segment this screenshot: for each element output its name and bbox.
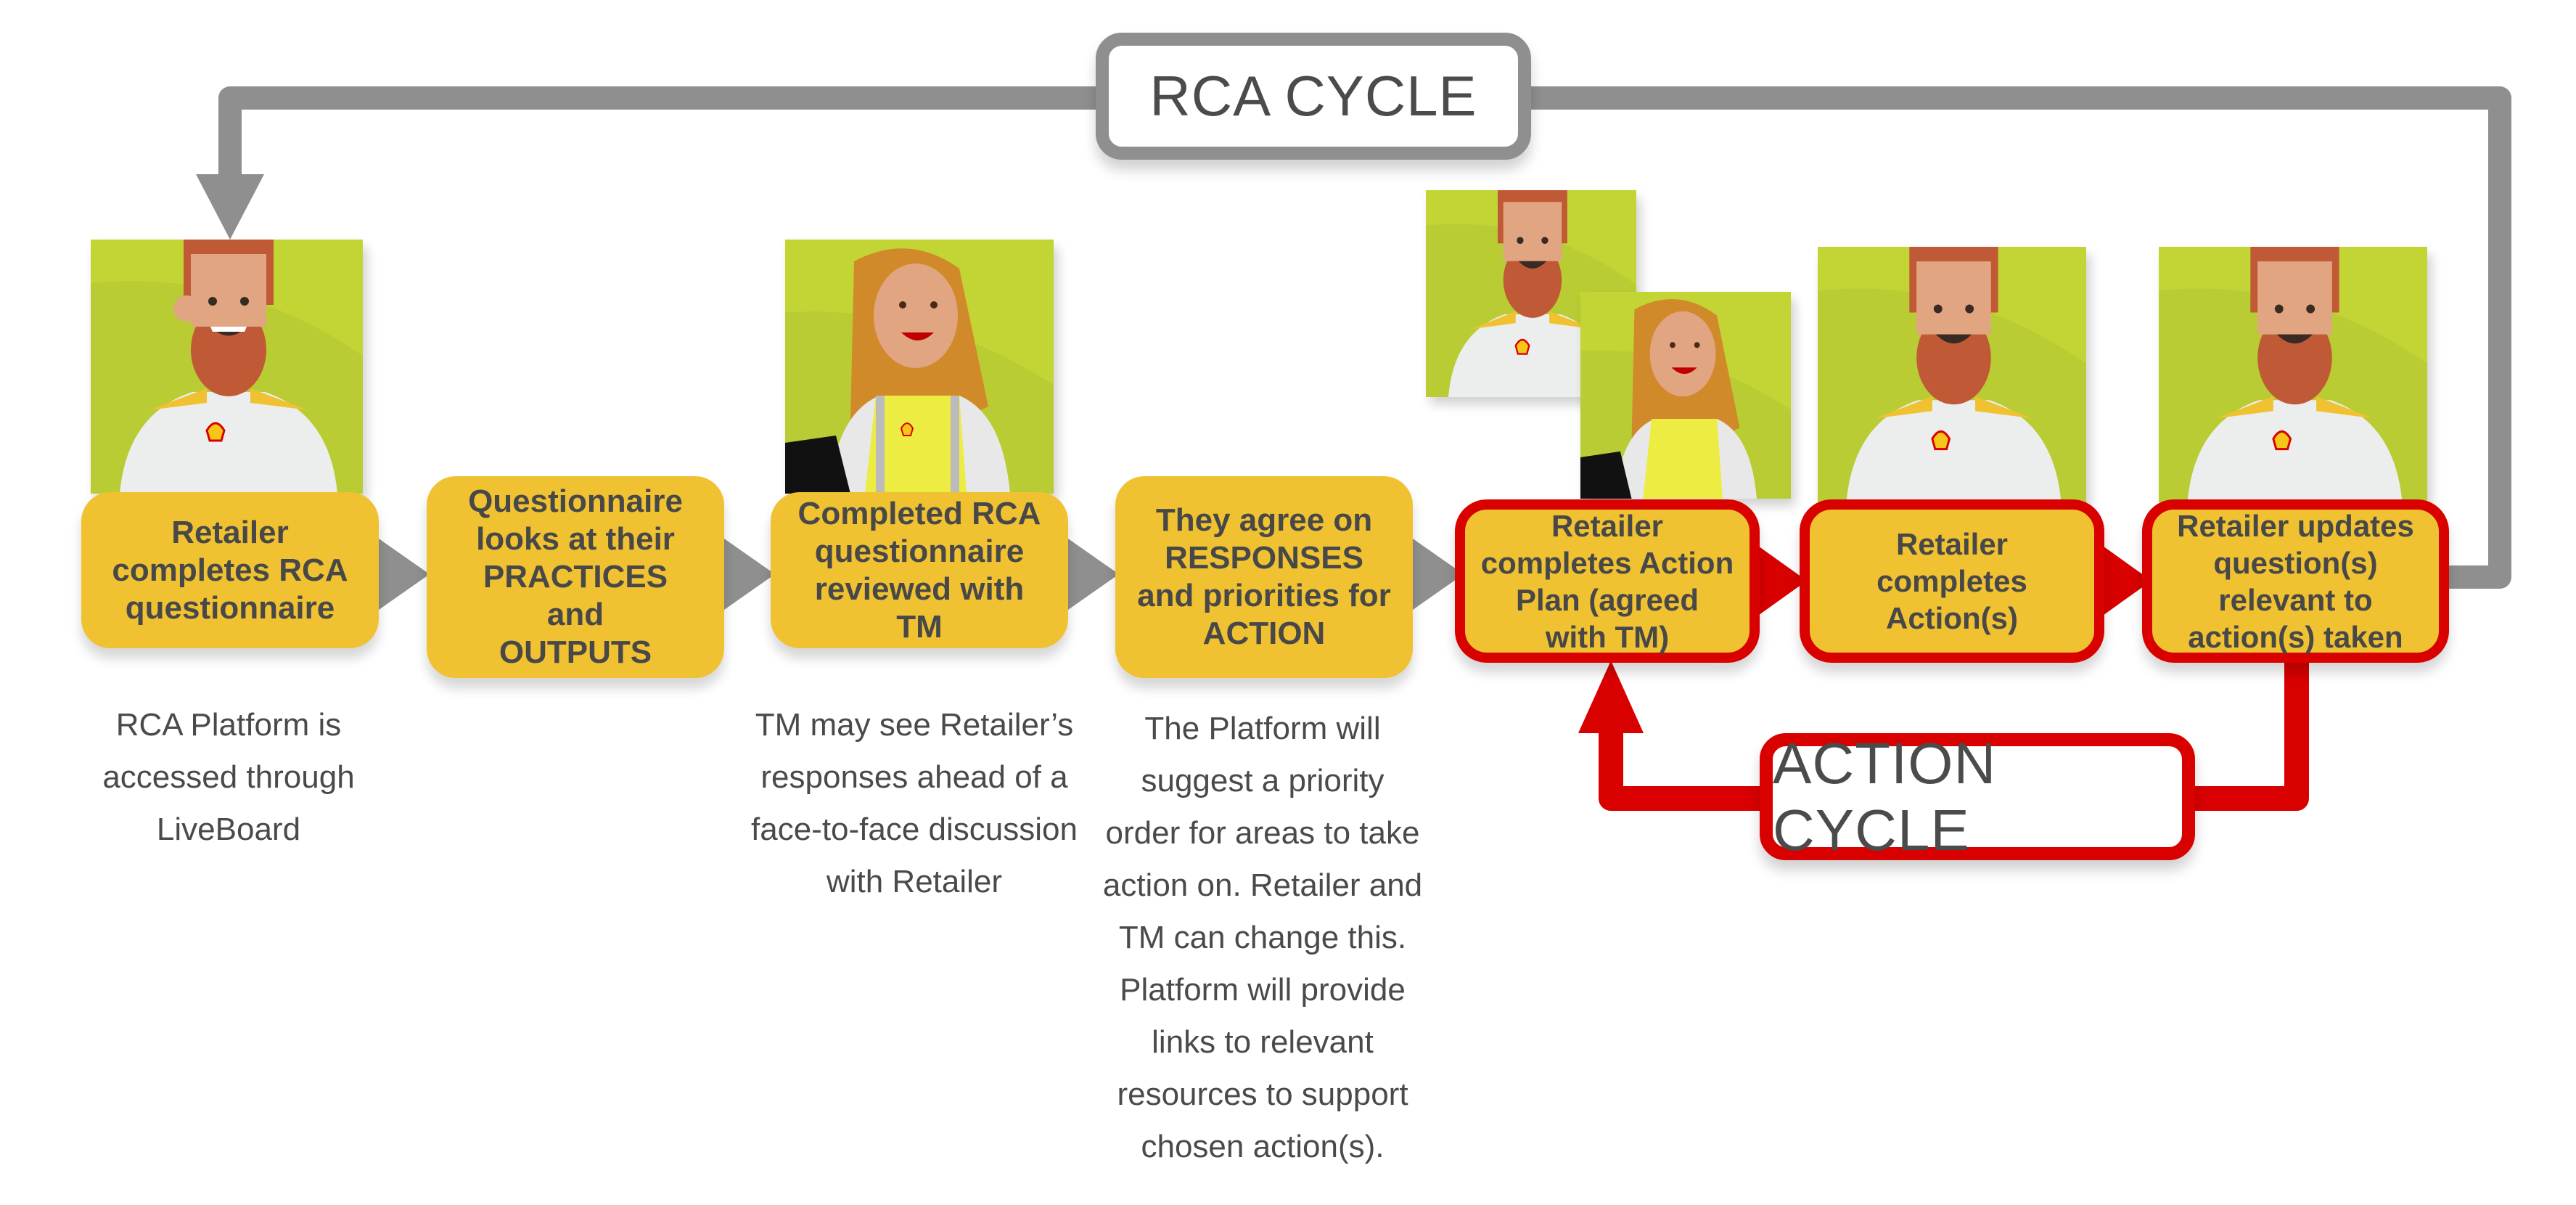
retailer-avatar: [91, 240, 363, 494]
arrow-step4-to-step5-icon: [1413, 539, 1464, 610]
retailer-avatar: [1818, 247, 2086, 502]
step-4-box: They agree on RESPONSES and priorities f…: [1115, 476, 1413, 678]
step-7-box: Retailer updates question(s) relevant to…: [2142, 499, 2449, 663]
shell-logo-icon: [2272, 430, 2292, 451]
step-6-box: Retailer completes Action(s): [1800, 499, 2104, 663]
step-5-box: Retailer completes Action Plan (agreed w…: [1455, 499, 1760, 663]
step-3-box: Completed RCA questionnaire reviewed wit…: [771, 492, 1068, 648]
shell-logo-icon: [1514, 338, 1530, 355]
rca-loop-arrowhead-icon: [196, 174, 264, 240]
step-3-note: TM may see Retailer’s responses ahead of…: [751, 707, 1078, 899]
shell-logo-icon: [205, 422, 226, 442]
action-cycle-label: ACTION CYCLE: [1760, 731, 2195, 862]
retailer-avatar: [2159, 247, 2427, 502]
rca-cycle-loop: [218, 86, 2511, 589]
territory-manager-avatar: [785, 240, 1054, 494]
shell-logo-icon: [900, 422, 914, 436]
step-1-box: Retailer completes RCA questionnaire: [81, 492, 379, 648]
territory-manager-avatar-small: [1580, 292, 1791, 499]
arrow-step6-to-step7-icon: [2101, 544, 2152, 617]
shell-logo-icon: [1931, 430, 1951, 451]
arrow-step5-to-step6-icon: [1756, 544, 1807, 617]
step-1-note: RCA Platform is accessed through LiveBoa…: [102, 707, 355, 847]
rca-cycle-label: RCA CYCLE: [1096, 33, 1531, 160]
arrow-step2-to-step3-icon: [724, 539, 775, 610]
action-loop-arrowhead-icon: [1578, 661, 1644, 733]
step-4-note: The Platform will suggest a priority ord…: [1102, 711, 1423, 1164]
arrow-step1-to-step2-icon: [379, 539, 430, 610]
arrow-step3-to-step4-icon: [1068, 539, 1119, 610]
step-2-box: Questionnaire looks at their PRACTICES a…: [427, 476, 724, 678]
